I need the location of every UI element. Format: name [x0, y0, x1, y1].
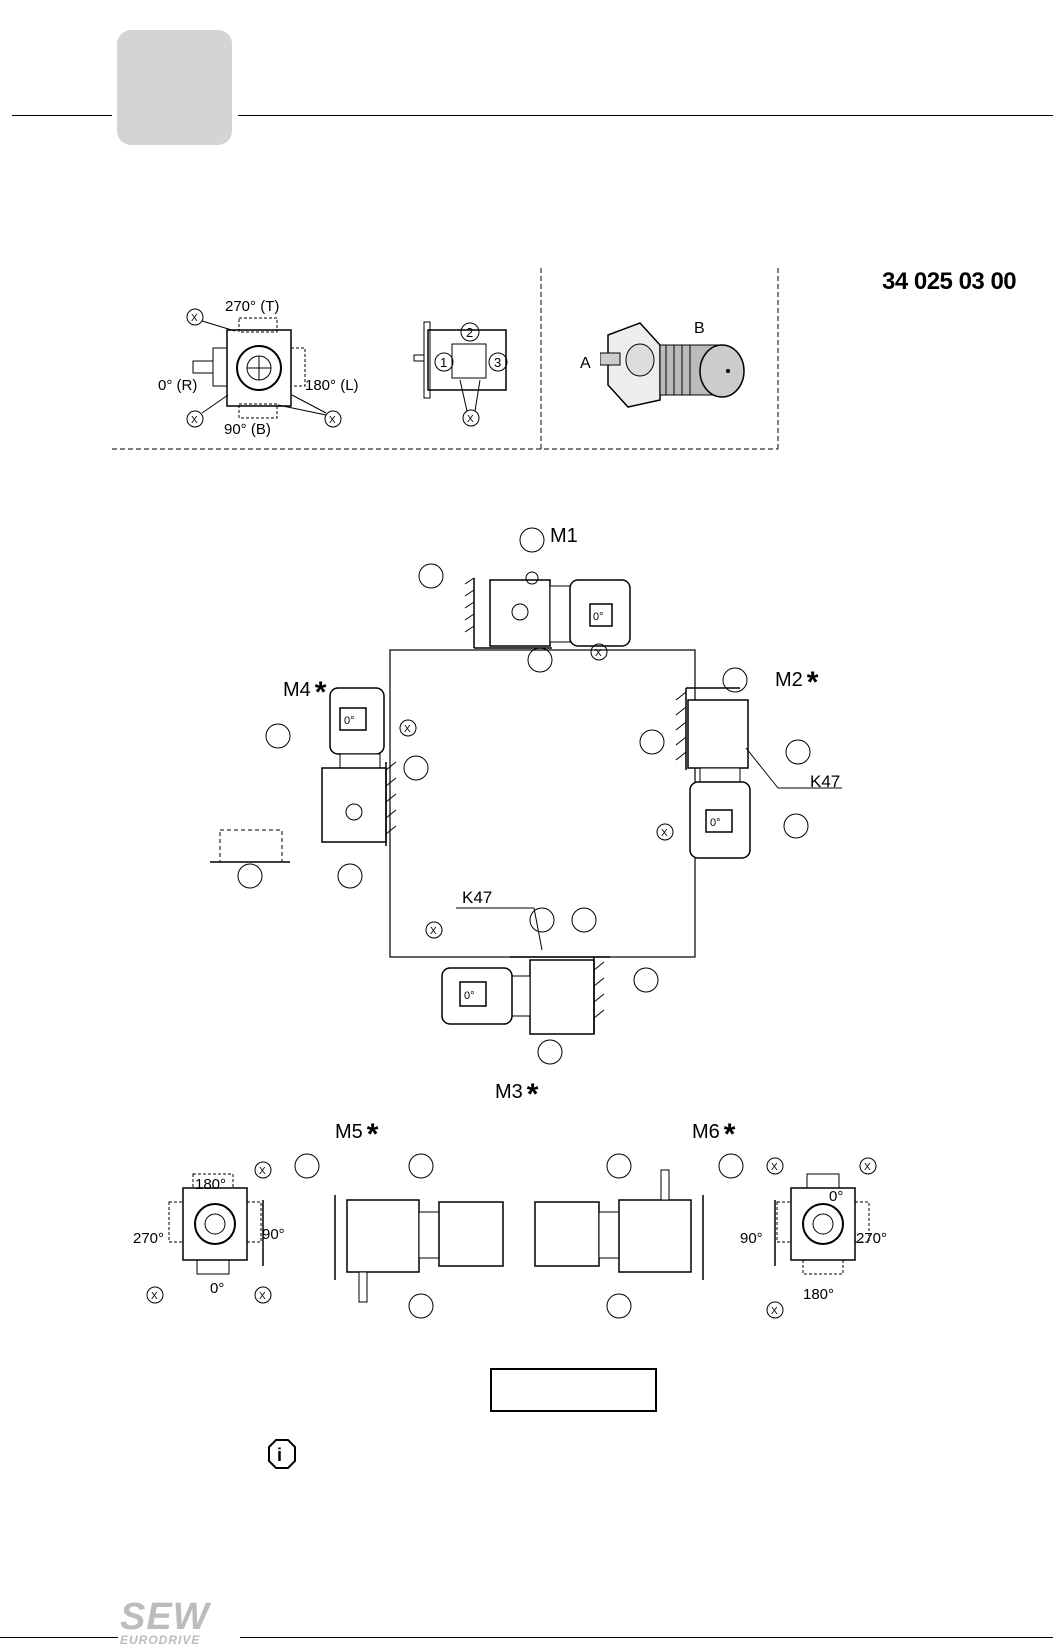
footer-rule-right [240, 1637, 1053, 1638]
m3-gearmotor-drawing: 0° X [425, 907, 659, 1065]
m5-angle-left: 270° [133, 1230, 165, 1247]
shaft-a-label: A [580, 355, 591, 372]
m5-angle-top: 180° [195, 1176, 227, 1193]
svg-text:X: X [661, 828, 668, 839]
chapter-tab [117, 30, 232, 145]
m6-angle-bottom: 180° [803, 1286, 835, 1303]
svg-text:X: X [259, 1166, 266, 1177]
sew-eurodrive-logo: SEW EURODRIVE [120, 1596, 210, 1647]
svg-text:i: i [277, 1445, 282, 1465]
header-rule-left [12, 115, 112, 116]
m4-gearmotor-drawing: 0° X [210, 687, 429, 889]
k47-label-right: K47 [810, 772, 841, 791]
svg-text:X: X [467, 414, 474, 425]
svg-text:X: X [771, 1306, 778, 1317]
svg-text:X: X [151, 1291, 158, 1302]
svg-text:X: X [430, 926, 437, 937]
m5-angle-bottom: 0° [210, 1280, 225, 1297]
info-icon: i [268, 1439, 296, 1469]
m5-m6-drawings: X X X X X X [146, 1153, 877, 1319]
svg-text:X: X [259, 1291, 266, 1302]
svg-text:X: X [191, 415, 198, 426]
svg-text:0°: 0° [710, 817, 721, 829]
svg-text:0°: 0° [464, 990, 475, 1002]
svg-text:X: X [404, 724, 411, 735]
m5-label: M5* [335, 1118, 379, 1151]
shaft-b-label: B [694, 320, 705, 337]
m6-angle-top: 0° [829, 1188, 844, 1205]
document-number: 34 025 03 00 [882, 268, 1017, 295]
svg-text:3: 3 [494, 355, 501, 370]
svg-text:X: X [329, 415, 336, 426]
footer-rule-left [0, 1637, 118, 1638]
k47-label-bottom: K47 [462, 888, 493, 907]
m2-label: M2* [775, 666, 819, 699]
terminal-box-position-drawing: X X X [186, 308, 342, 428]
m5-angle-right: 90° [262, 1226, 285, 1243]
gearmotor-3d-drawing [600, 322, 745, 408]
svg-text:X: X [864, 1162, 871, 1173]
svg-text:0°: 0° [344, 715, 355, 727]
angle-0-label: 0° (R) [158, 377, 198, 394]
svg-text:X: X [771, 1162, 778, 1173]
cable-entry-drawing: 1 2 3 X [413, 321, 508, 427]
angle-180-label: 180° (L) [305, 377, 359, 394]
m6-angle-right: 270° [856, 1230, 888, 1247]
m6-angle-left: 90° [740, 1230, 763, 1247]
m4-label: M4* [283, 676, 327, 709]
svg-text:1: 1 [440, 355, 447, 370]
m1-gearmotor-drawing: 0° X [418, 527, 631, 673]
angle-270-label: 270° (T) [225, 298, 280, 315]
svg-text:2: 2 [466, 325, 473, 340]
angle-90-label: 90° (B) [224, 421, 271, 438]
m2-gearmotor-drawing: 0° X [639, 667, 842, 859]
mounting-positions-diagram: 0° X 0° X 0° [210, 527, 842, 1065]
svg-text:0°: 0° [593, 611, 604, 623]
m3-label: M3* [495, 1078, 539, 1111]
marker-x-icon: X [191, 313, 198, 324]
empty-label-box [490, 1368, 657, 1412]
m6-label: M6* [692, 1118, 736, 1151]
m1-label: M1 [550, 525, 578, 547]
legend-frame [112, 268, 779, 450]
header-rule-right [238, 115, 1053, 116]
svg-text:X: X [595, 648, 602, 659]
